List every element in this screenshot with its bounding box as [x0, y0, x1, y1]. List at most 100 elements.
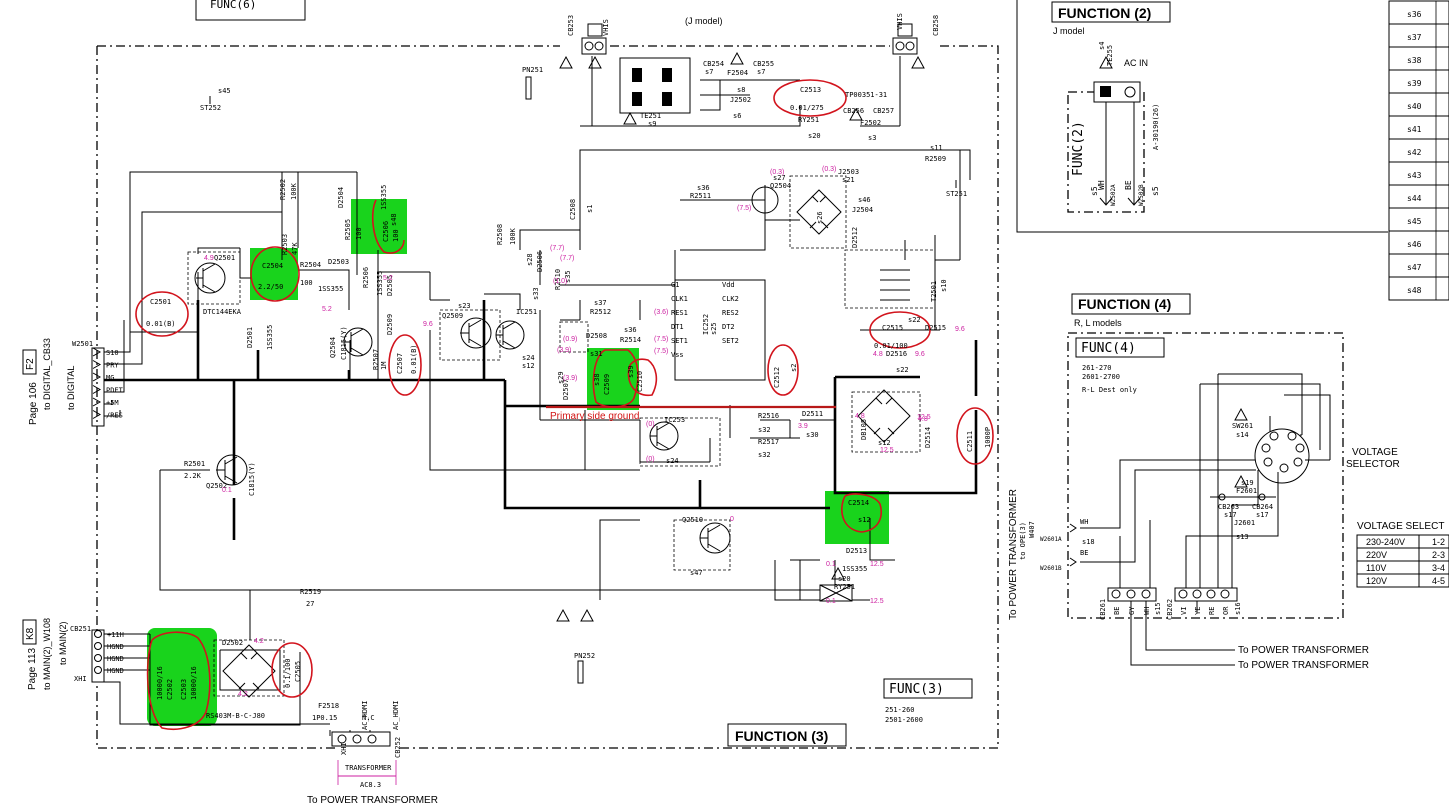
- voltage-reading: 12.5: [880, 447, 894, 454]
- function4-title: FUNCTION (4): [1078, 296, 1171, 312]
- label-r2502: R2502: [279, 179, 287, 200]
- label-s12: s12: [522, 362, 535, 370]
- diode-bridges: [222, 189, 911, 698]
- ic252-left-pin: SET1: [671, 337, 688, 345]
- warning-icon: [556, 608, 570, 622]
- label-r2506: R2506: [362, 267, 370, 288]
- cb251-label: CB251: [70, 625, 91, 633]
- label-d2508: D2508: [586, 332, 607, 340]
- cb262-label: CB262: [1166, 599, 1174, 620]
- voltage-selector-label: VOLTAGE: [1352, 447, 1398, 458]
- label-r2519: R2519: [300, 588, 321, 596]
- label-c2503: C2503: [180, 679, 188, 700]
- label-s12c: s12: [858, 516, 871, 524]
- label-j2504: J2504: [852, 206, 873, 214]
- voltage-reading: (7.5): [654, 336, 668, 343]
- label-s38: s38: [593, 373, 601, 386]
- wh2-label: WH: [1097, 180, 1106, 190]
- label-pn251: PN251: [522, 66, 543, 74]
- side-table-row: s38: [1407, 56, 1422, 65]
- label-s35: s35: [564, 270, 572, 283]
- voltage-reading: 4.9: [204, 255, 214, 262]
- label-d2512: D2512: [851, 227, 859, 248]
- side-table-row: s36: [1407, 10, 1422, 19]
- f4-s18: s18: [1082, 538, 1095, 546]
- label-d2511: D2511: [802, 410, 823, 418]
- w2501-pin-label: MG: [106, 374, 114, 382]
- label-d2502: D2502: [222, 639, 243, 647]
- label-c2510: C2510: [636, 371, 644, 392]
- ic252-body: [674, 279, 766, 381]
- label-dtc: DTC144EKA: [203, 308, 242, 316]
- ic252-right-pin: RES2: [722, 309, 739, 317]
- f4-to-power-2: To POWER TRANSFORMER: [1238, 660, 1369, 671]
- label-r2514: R2514: [620, 336, 641, 344]
- label-f2518_v: 1P0.15: [312, 714, 337, 722]
- label-s36: s36: [697, 184, 710, 192]
- f4-range1: 261-270: [1082, 364, 1112, 372]
- label-s30: s30: [806, 431, 819, 439]
- label-s48: s48: [390, 213, 398, 226]
- label-s39: s39: [627, 365, 635, 378]
- label-q2501: Q2501: [214, 254, 235, 262]
- cb261-label: CB261: [1099, 599, 1107, 620]
- w2501-pin-arrow: [92, 347, 102, 357]
- label-d2516: D2516: [886, 350, 907, 358]
- label-cb256: CB256: [843, 107, 864, 115]
- highlight-c2504: [250, 248, 298, 300]
- voltage-reading: 12.5: [870, 561, 884, 568]
- warning-icon: [1099, 55, 1113, 69]
- label-s37: s37: [594, 299, 607, 307]
- to-ope: to OPE(3): [1019, 522, 1027, 560]
- voltage-reading: (7.7): [550, 245, 564, 252]
- label-ac_hdmi1: AC_HDMI: [361, 700, 369, 730]
- label-q2504_type: C1815(Y): [340, 326, 348, 360]
- label-s27: s27: [773, 174, 786, 182]
- ic252-left-pin: G1: [671, 281, 679, 289]
- w2501-pin-arrow: [92, 360, 102, 369]
- voltage-reading: 5.2: [322, 306, 332, 313]
- label-s12b: s12: [878, 439, 891, 447]
- k8-label: K8: [25, 627, 36, 640]
- label-s10: s10: [940, 279, 948, 292]
- page113-label: Page 113: [27, 647, 38, 690]
- label-db105: DB105: [860, 419, 868, 440]
- s16-label: s16: [1234, 602, 1242, 615]
- label-d2503: D2503: [328, 258, 349, 266]
- cb251-pin-label: +11H: [107, 631, 124, 639]
- label-q2502: Q2502: [206, 482, 227, 490]
- voltage-table-voltage: 230-240V: [1366, 537, 1405, 547]
- label-r2510: R2510: [554, 269, 562, 290]
- label-transformer: TRANSFORMER: [345, 764, 392, 772]
- label-d2515: D2515: [925, 324, 946, 332]
- label-cb257: CB257: [873, 107, 894, 115]
- voltage-reading: (3.9): [563, 375, 577, 382]
- label-s3: s3: [868, 134, 876, 142]
- label-d2506: D2506: [536, 251, 544, 272]
- label-c2512: C2512: [773, 367, 781, 388]
- label-s7b: s7: [757, 68, 765, 76]
- label-c2505_v: 0.1/100: [284, 658, 292, 688]
- label-c2511: C2511: [966, 431, 974, 452]
- voltage-reading: (0): [646, 456, 655, 463]
- voltage-reading: 12.5: [870, 598, 884, 605]
- function2-model: J model: [1053, 26, 1085, 36]
- label-cb254: CB254: [703, 60, 724, 68]
- w2601a-label: W2601A: [1040, 536, 1062, 543]
- label-cb252: CB252: [394, 737, 402, 758]
- cb261-pin-label: BE: [1113, 607, 1121, 615]
- label-f2504: F2504: [727, 69, 748, 77]
- label-d2514: D2514: [924, 427, 932, 448]
- label-nc: N.C: [362, 714, 375, 722]
- to-digital: to DIGITAL: [66, 366, 76, 410]
- voltage-reading: (0.3): [822, 166, 836, 173]
- s5a-label: s5: [1090, 186, 1099, 196]
- side-table-row: s45: [1407, 217, 1422, 226]
- cb264-label: CB264: [1252, 503, 1273, 511]
- side-table-row: s42: [1407, 148, 1422, 157]
- ic252-left-pin: RES1: [671, 309, 688, 317]
- f2-label: F2: [25, 358, 36, 370]
- voltage-reading: 0.1: [826, 598, 836, 605]
- voltage-reading: (7.5): [737, 205, 751, 212]
